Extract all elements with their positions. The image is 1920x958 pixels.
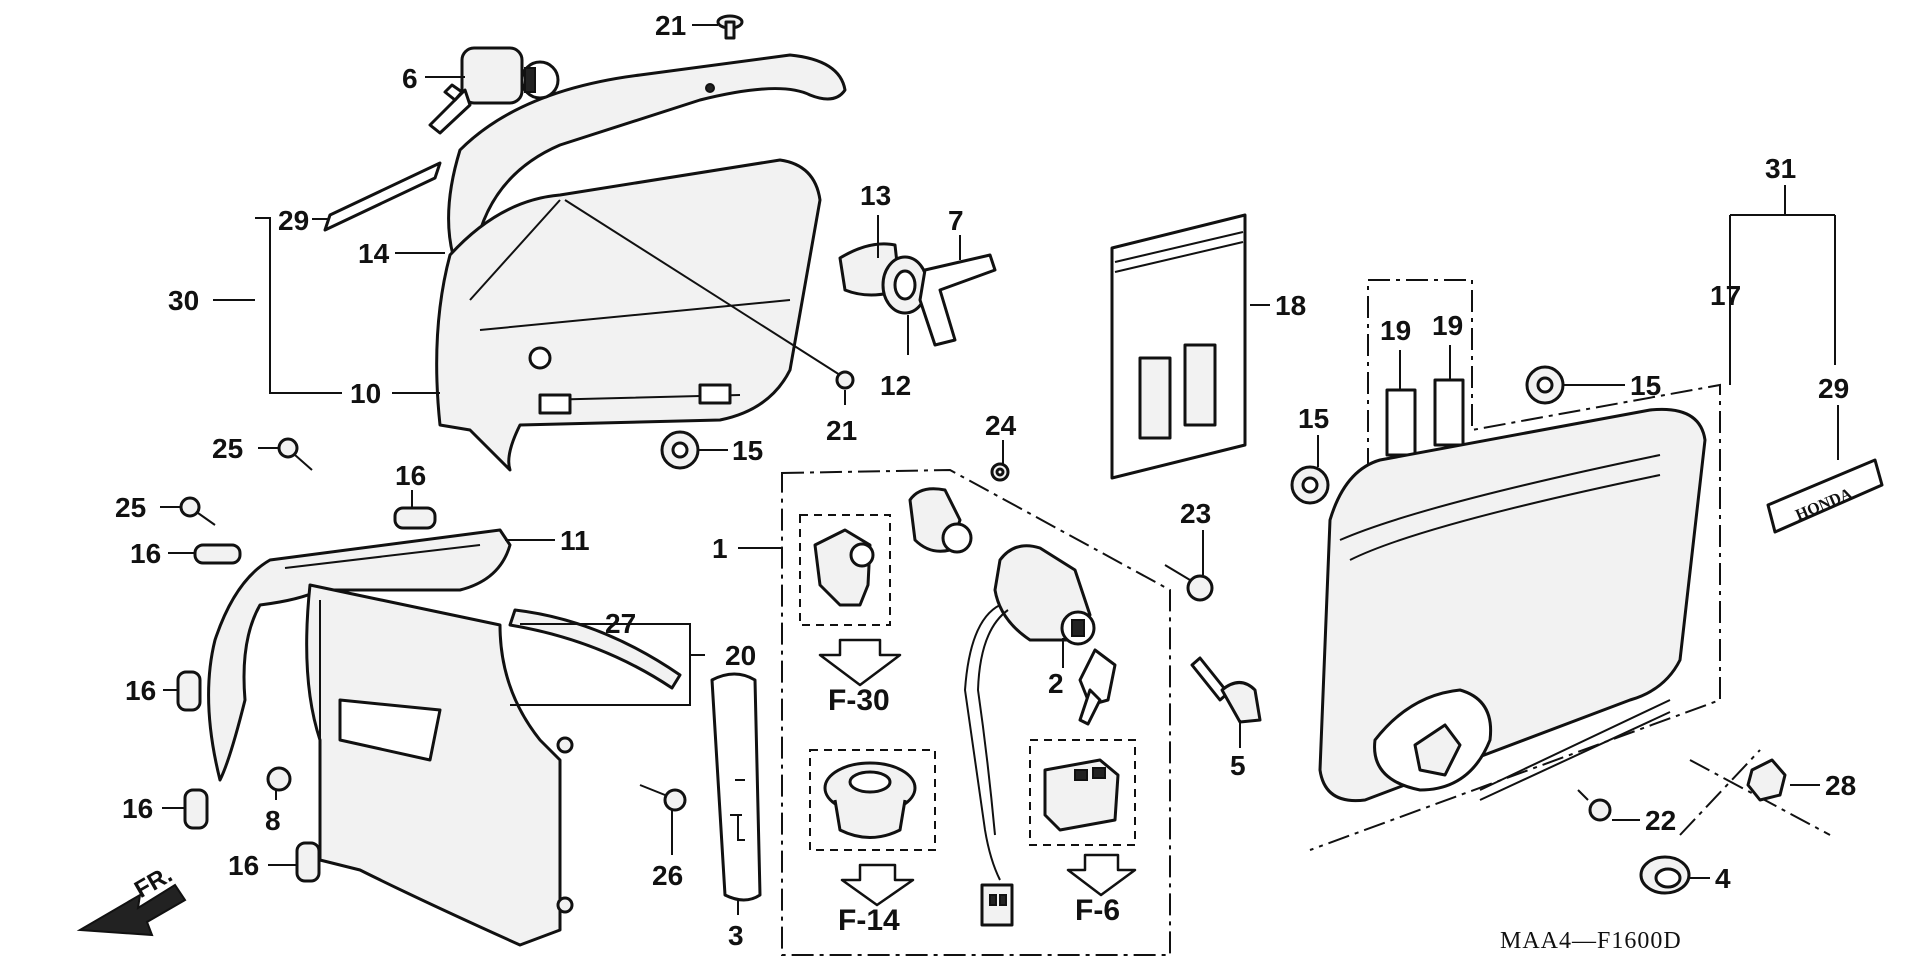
callout-28: 28	[1825, 770, 1856, 801]
nut-28	[1746, 758, 1787, 802]
callout-16-b: 16	[130, 538, 161, 569]
label-strip	[323, 161, 442, 232]
bushing-4	[1639, 855, 1691, 895]
key	[1190, 656, 1262, 724]
callout-29-left: 29	[278, 205, 309, 236]
reference-f6: F-6	[1075, 894, 1120, 927]
cover-socket	[1413, 723, 1462, 777]
screw-21-top	[716, 14, 744, 40]
reference-f14: F-14	[838, 904, 900, 937]
callout-23: 23	[1180, 498, 1211, 529]
rubber-pad	[176, 670, 202, 712]
callout-30: 30	[168, 285, 199, 316]
seat-switch	[813, 528, 872, 607]
ignition-switch	[963, 544, 1117, 927]
callout-22: 22	[1645, 805, 1676, 836]
screw-26	[639, 784, 687, 812]
callout-15-right: 15	[1630, 370, 1661, 401]
callout-31: 31	[1765, 153, 1796, 184]
callout-27: 27	[605, 608, 636, 639]
fuel-cap	[823, 761, 917, 839]
f14-sub-frame	[809, 749, 936, 851]
callout-26: 26	[652, 860, 683, 891]
callout-17: 17	[1710, 280, 1741, 311]
arrow-down-icon	[818, 638, 902, 687]
inner-panel	[207, 528, 512, 782]
bolt-25-b	[179, 496, 216, 526]
callout-29-right: 29	[1818, 373, 1849, 404]
f6-sub-frame	[1029, 739, 1136, 846]
callout-19-b: 19	[1432, 310, 1463, 341]
callout-16-e: 16	[228, 850, 259, 881]
callout-21-top: 21	[655, 10, 686, 41]
callout-1: 1	[712, 533, 728, 564]
bolt-25-a	[277, 437, 313, 471]
callout-6: 6	[402, 63, 418, 94]
diagram-part-code: MAA4—F1600D	[1500, 928, 1682, 954]
relay	[1043, 758, 1120, 832]
leader-lines	[160, 24, 1839, 915]
callout-16-a: 16	[395, 460, 426, 491]
callout-7: 7	[948, 205, 964, 236]
callout-18: 18	[1275, 290, 1306, 321]
callout-3: 3	[728, 920, 744, 951]
arrow-down-icon	[840, 863, 915, 907]
callout-24: 24	[985, 410, 1017, 441]
cover-tab	[538, 393, 572, 415]
callout-4: 4	[1715, 863, 1731, 894]
label-19-b	[1433, 378, 1465, 447]
callout-13: 13	[860, 180, 891, 211]
screw-22	[1577, 789, 1612, 822]
rubber-pad	[183, 788, 209, 830]
rubber-pad	[393, 506, 437, 530]
callout-25-b: 25	[115, 492, 146, 523]
rubber-pad	[295, 841, 321, 883]
callout-15-center: 15	[1298, 403, 1329, 434]
callout-8: 8	[265, 805, 281, 836]
cover-tab	[698, 383, 732, 405]
reference-f30: F-30	[828, 684, 890, 717]
callout-5: 5	[1230, 750, 1246, 781]
key-cylinder	[428, 46, 560, 135]
callout-15-left: 15	[732, 435, 763, 466]
grommet-15-left	[660, 430, 700, 470]
callout-11: 11	[560, 525, 590, 556]
group-frame-edge	[1679, 749, 1761, 836]
plate	[710, 672, 762, 902]
screw-8	[266, 766, 292, 792]
label-19-a	[1385, 388, 1417, 457]
cover-boss	[528, 346, 552, 370]
rail-hole	[705, 83, 715, 93]
callout-12: 12	[880, 370, 911, 401]
callout-20: 20	[725, 640, 756, 671]
seal-strip	[508, 608, 682, 690]
screw-21-bottom	[835, 370, 855, 390]
callout-25-a: 25	[212, 433, 243, 464]
callout-14: 14	[358, 238, 390, 269]
group-1-frame	[781, 468, 1171, 956]
front-arrow-icon: FR.	[76, 861, 187, 937]
arrow-down-icon	[1066, 853, 1137, 897]
grommet-15-center	[1290, 465, 1330, 505]
inner-box	[305, 583, 562, 947]
f30-sub-frame	[799, 514, 891, 626]
callout-16-d: 16	[122, 793, 153, 824]
grommet-15-right	[1525, 365, 1565, 405]
clip	[918, 253, 997, 347]
group-17-frame	[1309, 279, 1721, 851]
inner-box-window	[338, 698, 442, 762]
callout-10: 10	[350, 378, 381, 409]
callout-19-a: 19	[1380, 315, 1411, 346]
callout-2: 2	[1048, 668, 1064, 699]
label-sheet	[1110, 213, 1247, 480]
honda-emblem: HONDA	[1766, 458, 1884, 534]
callout-21-bottom: 21	[826, 415, 857, 446]
bolt-23	[1164, 564, 1214, 602]
callout-16-c: 16	[125, 675, 156, 706]
rubber-pad	[193, 543, 242, 565]
